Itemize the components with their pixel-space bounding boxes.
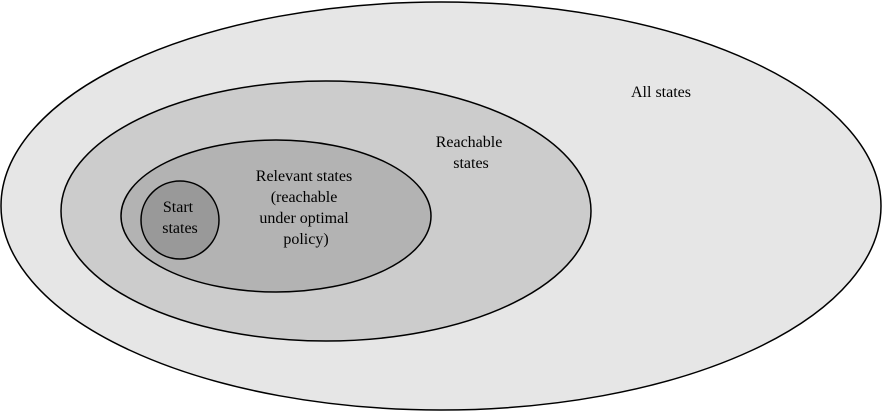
reachable-states-label-line: Reachable — [436, 134, 503, 151]
relevant-states-label-line: under optimal — [259, 210, 349, 227]
reachable-states-label-line: states — [453, 155, 489, 172]
start-states-region — [140, 180, 220, 260]
start-states-label: Start states — [162, 199, 198, 237]
relevant-states-label-line: policy) — [283, 231, 328, 248]
reachable-states-label: Reachable states — [436, 134, 507, 172]
all-states-label-line: All states — [631, 84, 691, 101]
relevant-states-label-line: Relevant states — [256, 168, 352, 185]
relevant-states-label-line: (reachable — [271, 189, 338, 206]
start-states-label-line: states — [162, 220, 198, 237]
relevant-states-label: Relevant states (reachable under optimal… — [256, 168, 356, 248]
all-states-label: All states — [631, 84, 691, 101]
start-states-label-line: Start — [163, 199, 194, 216]
